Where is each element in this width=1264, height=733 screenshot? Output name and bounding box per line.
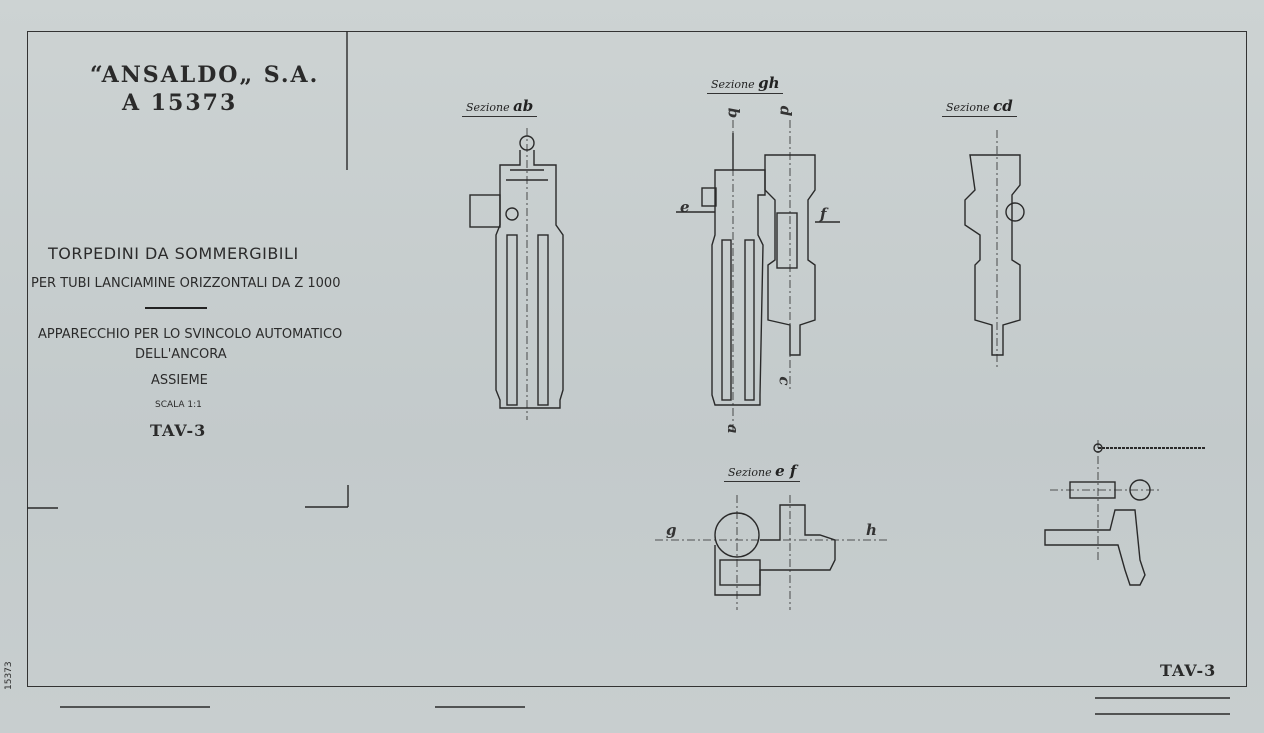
section-label-gh: Sezione gh xyxy=(707,74,784,94)
drawing-border xyxy=(27,31,1247,687)
cut-letter-f: f xyxy=(820,205,827,223)
section-ef-drawing xyxy=(655,495,890,610)
cut-letter-h: h xyxy=(866,521,877,539)
sheet-label: TAV-3 xyxy=(150,421,207,440)
section-label-ab: Sezione ab xyxy=(462,97,538,117)
section-ab-drawing xyxy=(469,128,564,420)
section-label-cd: Sezione cd xyxy=(942,97,1017,117)
footer-sheet-label: TAV-3 xyxy=(1160,661,1217,680)
description-line-1: APPARECCHIO PER LO SVINCOLO AUTOMATICO xyxy=(38,327,343,342)
cut-letter-e: e xyxy=(680,198,690,216)
cut-letter-g: g xyxy=(666,521,677,539)
detail-view-drawing xyxy=(1044,440,1205,586)
description-line-2: DELL'ANCORA xyxy=(135,347,227,362)
scale-label: SCALA 1:1 xyxy=(155,400,202,410)
drawing-number: A 15373 xyxy=(122,90,238,116)
section-label-ef: Sezione e f xyxy=(724,462,801,482)
drawing-subtitle: PER TUBI LANCIAMINE ORIZZONTALI DA Z 100… xyxy=(31,276,341,291)
company-name: “ANSALDO„ S.A. xyxy=(90,62,320,88)
assembly-label: ASSIEME xyxy=(151,373,208,388)
title-divider xyxy=(145,307,207,309)
section-cd-drawing xyxy=(964,130,1025,370)
drawing-title: TORPEDINI DA SOMMERGIBILI xyxy=(48,244,299,263)
section-gh-drawing xyxy=(676,120,840,430)
title-block-marks xyxy=(27,31,1230,715)
